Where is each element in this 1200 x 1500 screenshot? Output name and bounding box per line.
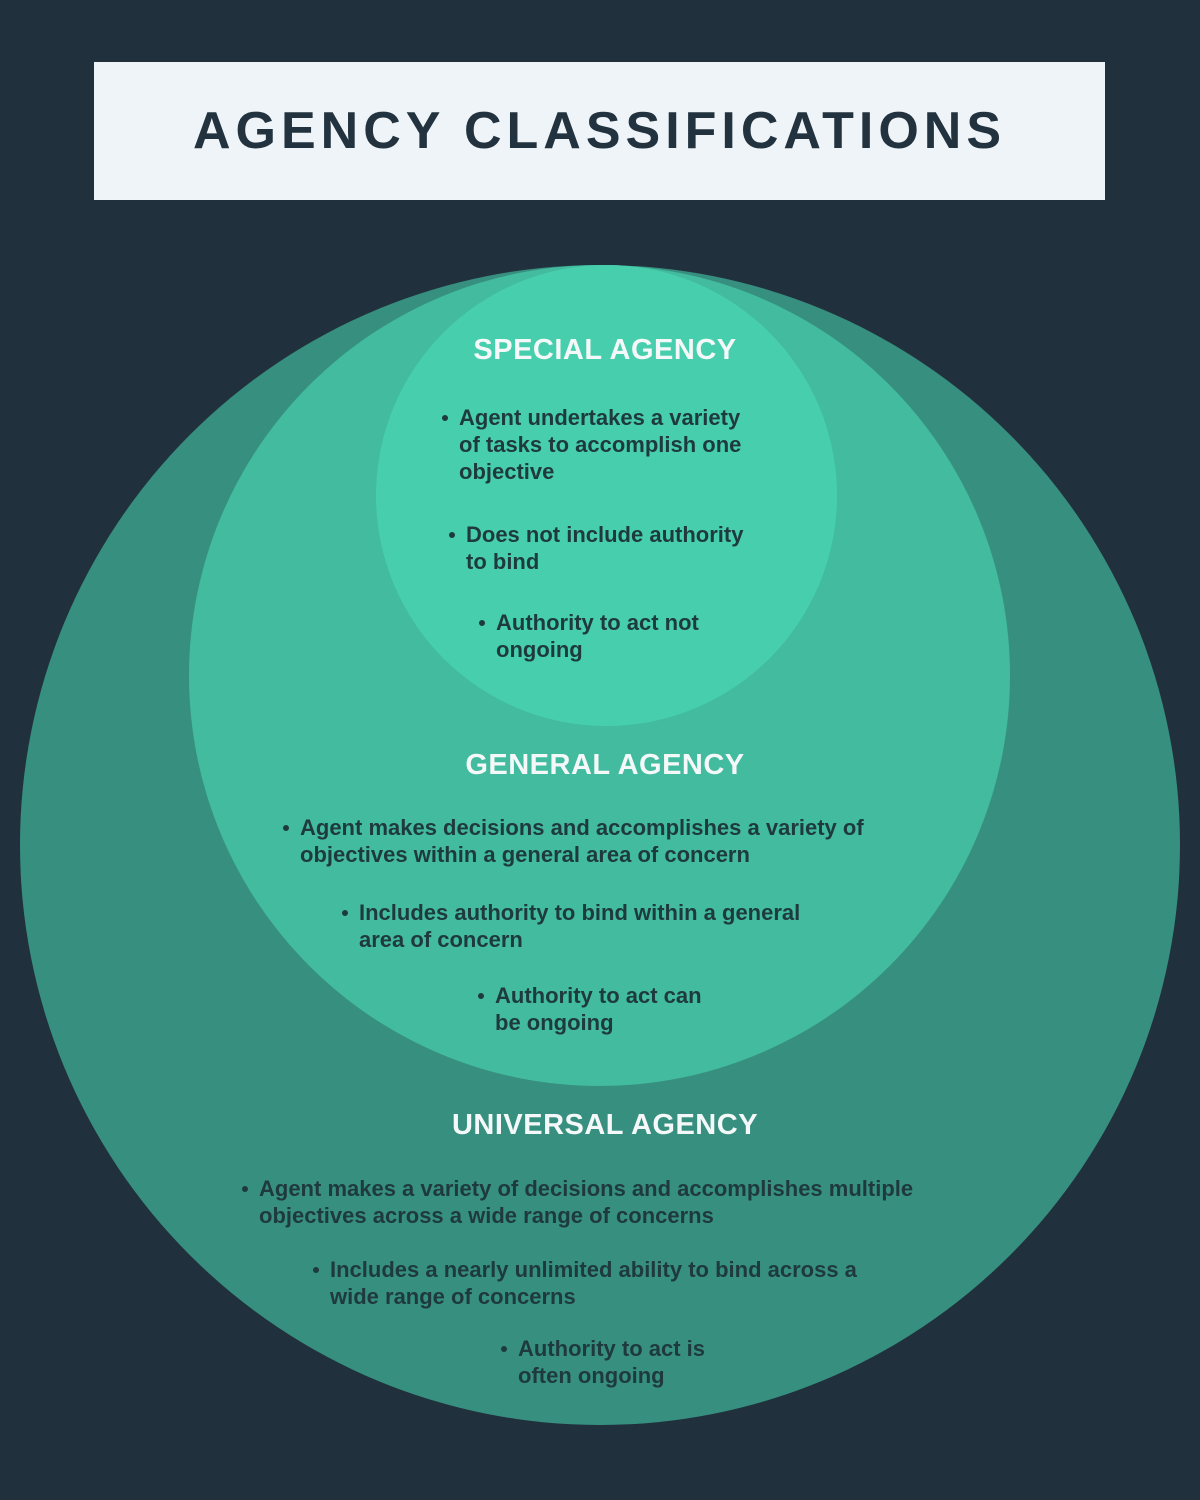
title-banner: AGENCY CLASSIFICATIONS: [94, 62, 1105, 200]
page-title: AGENCY CLASSIFICATIONS: [192, 102, 1006, 160]
general-agency-heading: GENERAL AGENCY: [465, 749, 745, 781]
general-bullet: Authority to act can be ongoing: [478, 983, 702, 1035]
special-bullet: Agent undertakes a variety of tasks to a…: [441, 405, 742, 484]
special-bullet: Authority to act not ongoing: [479, 610, 699, 662]
universal-bullet: Includes a nearly unlimited ability to b…: [313, 1257, 857, 1309]
general-bullet: Agent makes decisions and accomplishes a…: [283, 815, 864, 867]
special-agency-circle: [376, 265, 837, 726]
universal-bullet: Authority to act is often ongoing: [500, 1336, 706, 1388]
special-bullet: Does not include authority to bind: [448, 522, 744, 574]
universal-agency-heading: UNIVERSAL AGENCY: [451, 1109, 759, 1141]
general-bullet: Includes authority to bind within a gene…: [341, 900, 801, 952]
special-agency-heading: SPECIAL AGENCY: [473, 334, 737, 366]
universal-bullet: Agent makes a variety of decisions and a…: [241, 1176, 914, 1228]
